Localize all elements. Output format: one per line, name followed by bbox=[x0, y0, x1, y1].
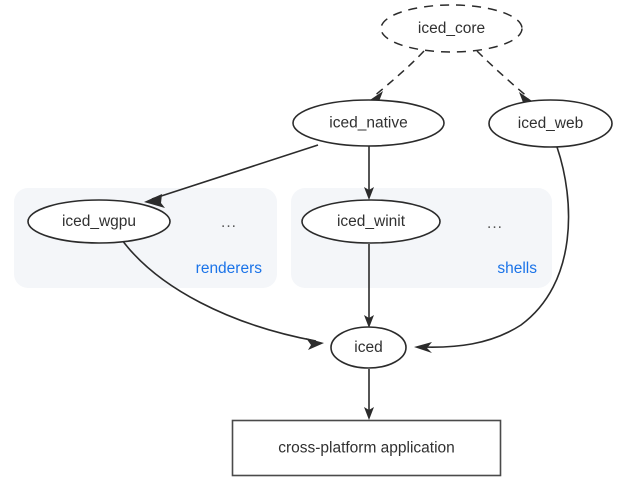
node-iced-native-label: iced_native bbox=[329, 115, 407, 132]
node-cross-platform-application-shape[interactable] bbox=[231, 419, 502, 477]
edge-iced-wgpu-to-iced bbox=[121, 239, 324, 350]
edge-iced-core-to-iced-web-line bbox=[476, 50, 530, 99]
edge-iced-native-to-iced-wgpu-line bbox=[151, 144, 319, 200]
edge-iced-core-to-iced-native-line bbox=[372, 50, 425, 98]
node-iced-native-shape[interactable] bbox=[292, 99, 445, 147]
node-iced-label: iced bbox=[354, 339, 382, 356]
node-iced-shape[interactable] bbox=[330, 326, 407, 369]
node-iced-wgpu[interactable]: iced_wgpu bbox=[27, 199, 171, 244]
edge-iced-native-to-iced-wgpu bbox=[144, 144, 319, 208]
node-iced-winit[interactable]: iced_winit bbox=[301, 199, 441, 244]
node-iced-winit-label: iced_winit bbox=[337, 213, 406, 230]
node-iced-core-label: iced_core bbox=[418, 20, 485, 37]
node-iced-web-label: iced_web bbox=[518, 115, 584, 132]
node-iced-core-shape[interactable] bbox=[380, 4, 523, 53]
edge-iced-winit-to-iced-arrow bbox=[364, 315, 374, 328]
edge-iced-core-to-iced-web bbox=[476, 50, 535, 108]
edge-iced-web-to-iced-arrow bbox=[414, 342, 432, 353]
node-iced[interactable]: iced bbox=[330, 326, 407, 369]
edge-iced-native-to-iced-winit-arrow bbox=[364, 187, 374, 200]
node-iced-wgpu-shape[interactable] bbox=[27, 199, 171, 244]
node-iced-web[interactable]: iced_web bbox=[488, 99, 613, 148]
node-iced-winit-shape[interactable] bbox=[301, 199, 441, 244]
edge-iced-native-to-iced-wgpu-arrow bbox=[144, 194, 165, 208]
edge-iced-to-application bbox=[364, 369, 374, 420]
node-iced-native[interactable]: iced_native bbox=[292, 99, 445, 147]
node-cross-platform-application[interactable]: cross-platform application bbox=[231, 419, 502, 477]
cluster-renderers-ellipsis: ... bbox=[221, 214, 237, 231]
edge-iced-native-to-iced-winit bbox=[364, 146, 374, 200]
edge-iced-wgpu-to-iced-arrow bbox=[306, 338, 324, 350]
edge-iced-web-to-iced bbox=[414, 146, 570, 353]
edge-iced-to-application-arrow bbox=[364, 407, 374, 420]
node-iced-web-shape[interactable] bbox=[488, 99, 613, 148]
cluster-renderers-label: renderers bbox=[196, 260, 263, 277]
cluster-shells-ellipsis: ... bbox=[487, 215, 503, 232]
cluster-shells-label: shells bbox=[497, 260, 537, 277]
edge-iced-wgpu-to-iced-line bbox=[121, 239, 317, 342]
edge-iced-winit-to-iced bbox=[364, 244, 374, 328]
node-iced-core[interactable]: iced_core bbox=[380, 4, 523, 53]
node-iced-wgpu-label: iced_wgpu bbox=[62, 213, 136, 230]
edge-iced-web-to-iced-line bbox=[421, 146, 570, 348]
node-cross-platform-application-label: cross-platform application bbox=[278, 440, 455, 457]
